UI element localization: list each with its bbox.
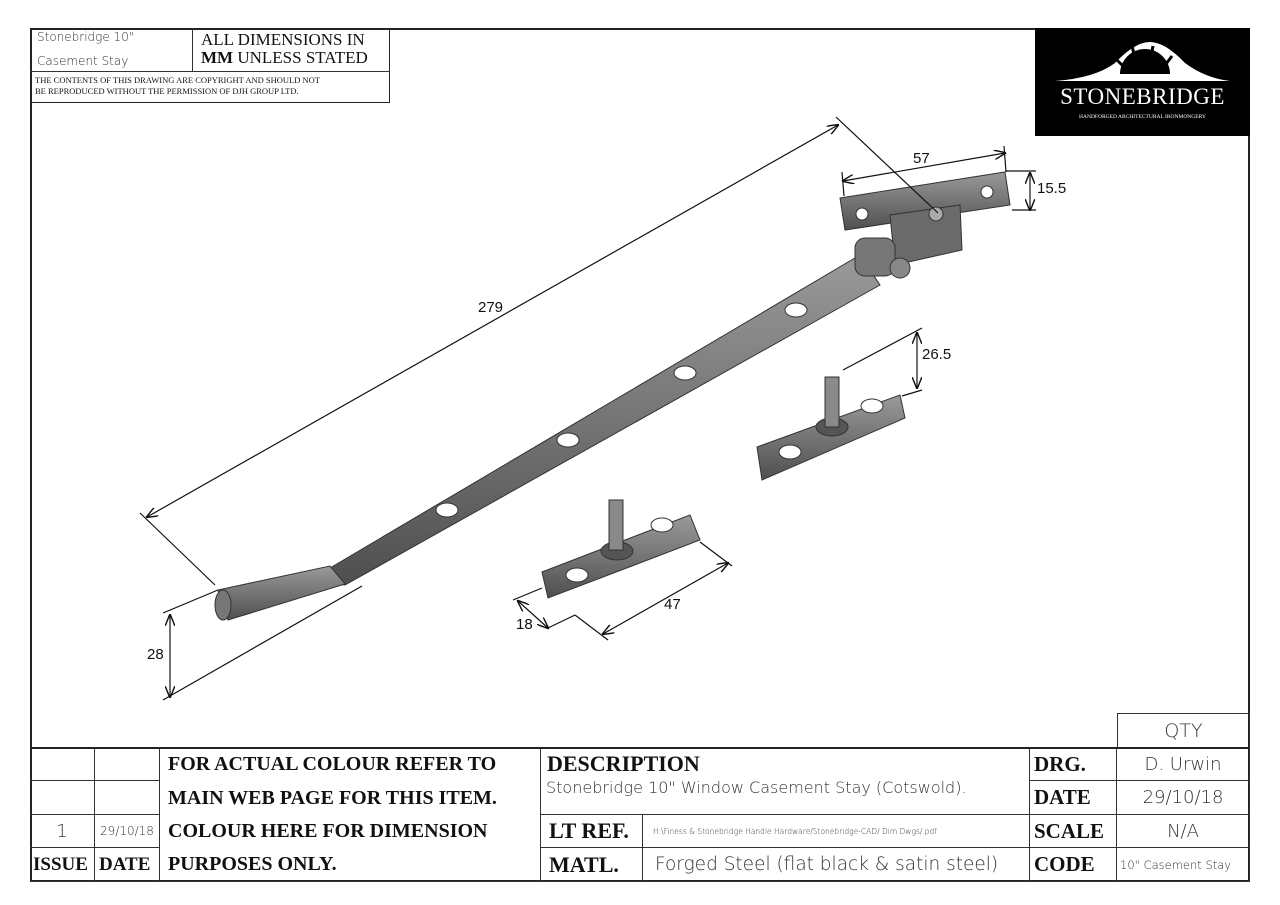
- issue-label: ISSUE: [30, 848, 95, 882]
- code-value: 10" Casement Stay: [1117, 848, 1250, 882]
- description-text: Stonebridge 10" Window Casement Stay (Co…: [546, 778, 967, 797]
- dimension-lines: [139, 116, 1036, 701]
- pin-plate-2: [756, 376, 906, 481]
- code-label: CODE: [1030, 848, 1117, 882]
- stonebridge-logo: STONEBRIDGE HANDFORGED ARCHITECTURAL IRO…: [1035, 28, 1250, 136]
- date2-label: DATE: [1030, 781, 1117, 815]
- description-cell: DESCRIPTION Stonebridge 10" Window Casem…: [541, 748, 1030, 815]
- dimensions-note: ALL DIMENSIONS IN MM UNLESS STATED: [201, 30, 368, 67]
- dim-plate-length: 47: [664, 596, 681, 613]
- dim-plate-width: 18: [516, 616, 533, 633]
- matl-label: MATL.: [541, 848, 643, 882]
- lt-ref-label: LT REF.: [541, 815, 643, 848]
- pin-plate-1: [541, 499, 701, 599]
- pivot-bracket: [839, 171, 1011, 279]
- drg-label: DRG.: [1030, 748, 1117, 781]
- header-block: Stonebridge 10" Casement Stay ALL DIMENS…: [30, 28, 390, 103]
- stay-arm: [214, 254, 881, 621]
- copyright-note: THE CONTENTS OF THIS DRAWING ARE COPYRIG…: [35, 75, 320, 96]
- dim-length: 279: [478, 299, 503, 316]
- colour-note-4: PURPOSES ONLY.: [160, 848, 541, 882]
- dim-handle-dia: 28: [147, 646, 164, 663]
- scale-label: SCALE: [1030, 815, 1117, 848]
- lt-ref-value: H:\Finess & Stonebridge Handle Hardware/…: [643, 815, 1030, 848]
- product-name-line1: Stonebridge 10": [37, 30, 135, 44]
- colour-note-3: COLOUR HERE FOR DIMENSION: [160, 815, 541, 848]
- bridge-logo-icon: [1055, 42, 1230, 81]
- date-value: 29/10/18: [95, 815, 160, 848]
- dim-bracket-width: 57: [913, 150, 930, 167]
- dim-bracket-height: 15.5: [1037, 180, 1066, 197]
- qty-label: QTY: [1117, 713, 1250, 748]
- dim-pin-height: 26.5: [922, 346, 951, 363]
- drg-value: D. Urwin: [1117, 748, 1250, 781]
- product-name-line2: Casement Stay: [37, 54, 129, 68]
- matl-value: Forged Steel (flat black & satin steel): [643, 848, 1030, 882]
- colour-note-2: MAIN WEB PAGE FOR THIS ITEM.: [160, 781, 541, 815]
- issue-value: 1: [30, 815, 95, 848]
- date-label: DATE: [95, 848, 160, 882]
- colour-note-1: FOR ACTUAL COLOUR REFER TO: [160, 748, 541, 781]
- scale-value: N/A: [1117, 815, 1250, 848]
- date2-value: 29/10/18: [1117, 781, 1250, 815]
